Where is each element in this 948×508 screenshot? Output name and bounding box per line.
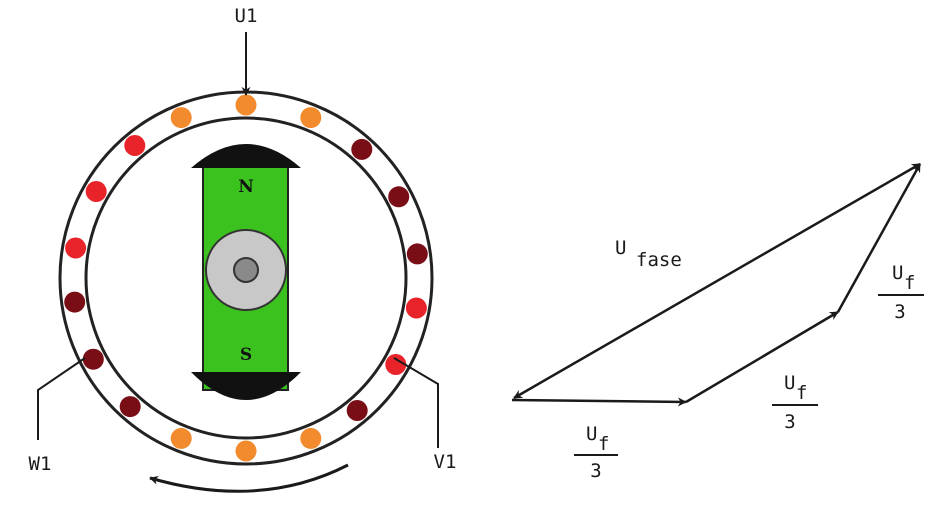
slot-v-phase-18: [124, 135, 146, 156]
u1-lead: U1: [235, 5, 258, 96]
stator-inner-ring: [84, 116, 408, 440]
segment-2-numerator: U: [784, 372, 795, 394]
segment-1-subscript: f: [598, 433, 609, 455]
motor-cross-section: N S U1 V1 W1: [29, 5, 457, 493]
w1-lead: W1: [29, 357, 86, 475]
stator-slots: [64, 94, 428, 462]
resultant-symbol: U: [615, 237, 626, 259]
segment-1-numerator: U: [586, 423, 597, 445]
slot-u-phase-1: [170, 107, 192, 129]
segment-3-numerator: U: [892, 262, 903, 284]
slot-u-phase-10: [300, 427, 322, 449]
slot-w-phase-5: [388, 186, 410, 208]
segment-2-subscript: f: [796, 382, 807, 404]
slot-v-phase-17: [85, 181, 107, 202]
slot-v-phase-7: [405, 297, 427, 319]
slot-v-phase-8: [385, 354, 407, 375]
resultant-subscript: fase: [636, 249, 682, 271]
south-pole-label: S: [240, 345, 252, 365]
south-pole-shoe: [191, 372, 301, 400]
segment-3-subscript: f: [904, 272, 915, 294]
segment-3-label: U f 3: [878, 262, 924, 323]
segment-2-denominator: 3: [784, 411, 795, 433]
slot-u-phase-12: [170, 427, 192, 449]
u1-label: U1: [235, 5, 258, 27]
slot-u-phase-11: [235, 440, 257, 462]
segment-1-denominator: 3: [590, 460, 601, 482]
shaft-inner: [233, 257, 259, 283]
phasor-segment-1: [511, 397, 687, 407]
slot-v-phase-16: [65, 237, 87, 259]
slot-w-phase-6: [406, 243, 428, 265]
w1-label: W1: [29, 453, 52, 475]
slot-u-phase-3: [300, 107, 322, 129]
phasor-segment-2: [685, 310, 839, 404]
phasor-resultant: [513, 162, 921, 400]
segment-3-denominator: 3: [894, 301, 905, 323]
phasor-diagram: U fase U f 3 U f 3 U f 3: [511, 162, 924, 482]
segment-2-label: U f 3: [772, 372, 818, 433]
slot-w-phase-15: [64, 291, 86, 313]
v1-label: V1: [434, 451, 457, 473]
slot-w-phase-4: [351, 138, 373, 160]
segment-1-label: U f 3: [574, 423, 618, 482]
rotation-arrow: [149, 463, 349, 493]
slot-w-phase-14: [82, 348, 104, 370]
slot-u-phase-2: [235, 94, 257, 116]
v1-lead: V1: [393, 357, 457, 473]
resultant-label: U fase: [615, 237, 682, 271]
slot-w-phase-9: [346, 400, 368, 421]
north-pole-label: N: [238, 177, 254, 197]
slot-w-phase-13: [119, 396, 141, 418]
rotor: N S: [191, 144, 301, 400]
north-pole-shoe: [191, 144, 301, 168]
